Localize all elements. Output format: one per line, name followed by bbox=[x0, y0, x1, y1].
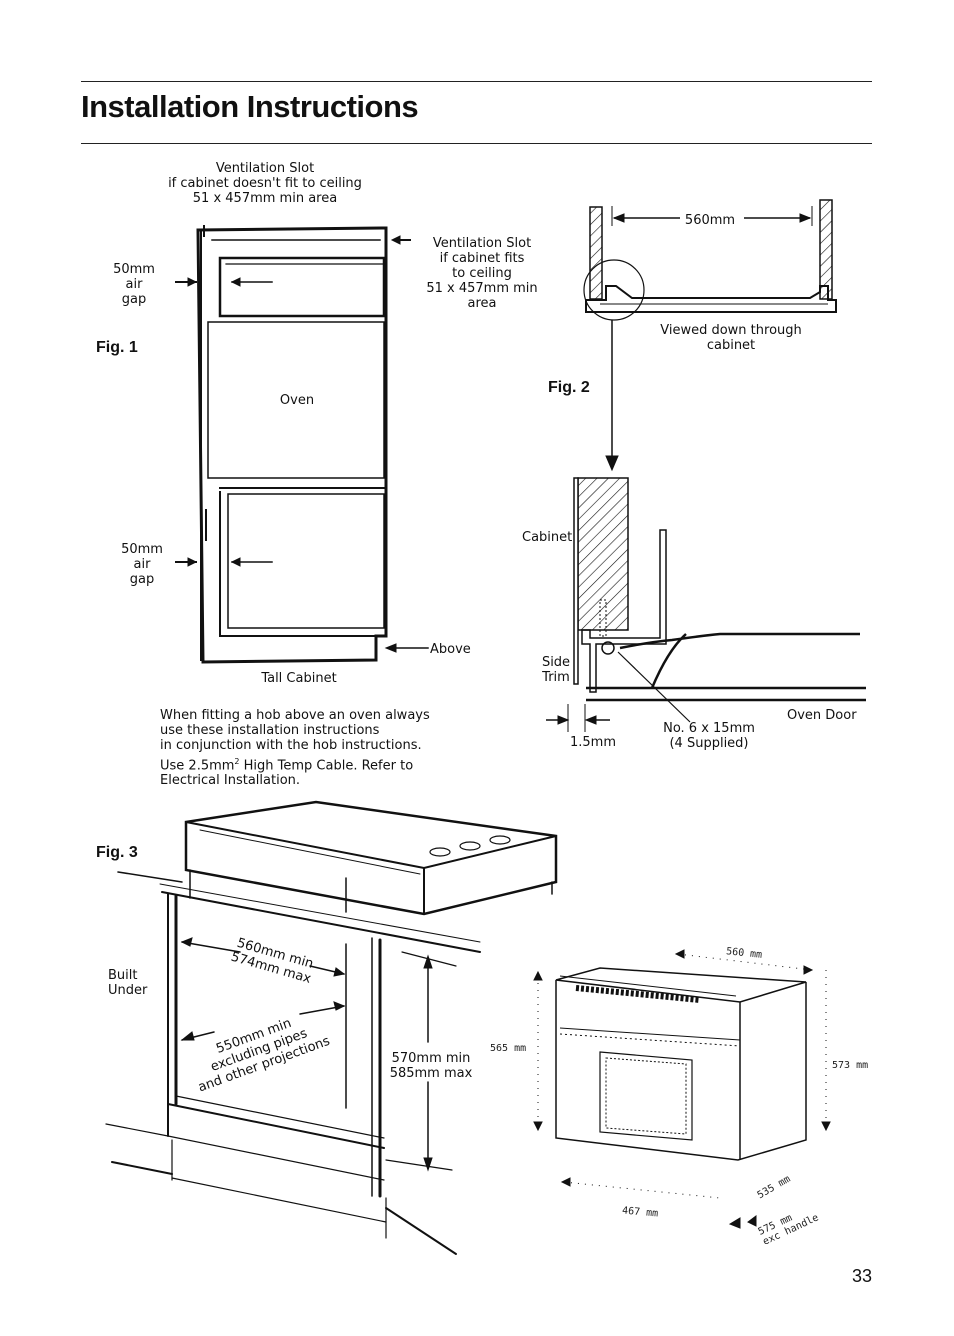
fig2-width-label: 560mm bbox=[684, 213, 736, 228]
fig2-oven-door-label: Oven Door bbox=[787, 708, 857, 723]
hob-note: When fitting a hob above an oven always … bbox=[160, 708, 440, 788]
fig2-cabinet-label: Cabinet bbox=[522, 530, 573, 545]
page-number: 33 bbox=[851, 1266, 872, 1286]
hob-note-superscript: 2 bbox=[234, 756, 240, 766]
hob-note-line2: use these installation instructions bbox=[160, 723, 380, 739]
fig2-side-trim-label: Side Trim bbox=[541, 655, 571, 685]
page-title: Installation Instructions bbox=[81, 89, 419, 124]
fig1-air-gap-bottom-label: 50mm air gap bbox=[121, 542, 163, 587]
hob-note-line4: Use 2.5mm2 High Temp Cable. Refer to bbox=[160, 754, 440, 774]
fig1-oven-label: Oven bbox=[279, 393, 315, 408]
hob-note-line4-end: High Temp Cable. Refer to bbox=[239, 757, 414, 773]
fig1-vent-side-label: Ventilation Slot if cabinet fits to ceil… bbox=[426, 236, 538, 311]
header-bottom-rule bbox=[81, 143, 872, 144]
fig3-oven-left-height: 565 mm bbox=[490, 1043, 527, 1054]
hob-note-line1: When fitting a hob above an oven always bbox=[160, 708, 430, 723]
fig3-built-under-label: Built Under bbox=[108, 968, 148, 998]
fig2-viewed-label: Viewed down through cabinet bbox=[660, 323, 802, 353]
fig3-oven-right-height: 573 mm bbox=[832, 1060, 869, 1071]
fig1-tall-cabinet-label: Tall Cabinet bbox=[261, 671, 337, 686]
fig1-label: Fig. 1 bbox=[96, 339, 138, 356]
hob-note-line4-start: Use 2.5mm bbox=[160, 757, 235, 773]
fig2-gap-label: 1.5mm bbox=[570, 735, 617, 750]
header-top-rule bbox=[81, 81, 872, 82]
fig3-label: Fig. 3 bbox=[96, 844, 138, 861]
fig1-vent-top-label: Ventilation Slot if cabinet doesn't fit … bbox=[168, 161, 362, 206]
fig1-air-gap-top-label: 50mm air gap bbox=[113, 262, 155, 307]
hob-note-line3: in conjunction with the hob instructions… bbox=[160, 738, 422, 754]
fig2-screw-label: No. 6 x 15mm (4 Supplied) bbox=[663, 721, 755, 751]
hob-note-line5: Electrical Installation. bbox=[160, 773, 301, 789]
fig2-label: Fig. 2 bbox=[548, 379, 590, 396]
fig1-above-label: Above bbox=[430, 642, 471, 657]
fig3-height-label: 570mm min 585mm max bbox=[389, 1051, 473, 1081]
